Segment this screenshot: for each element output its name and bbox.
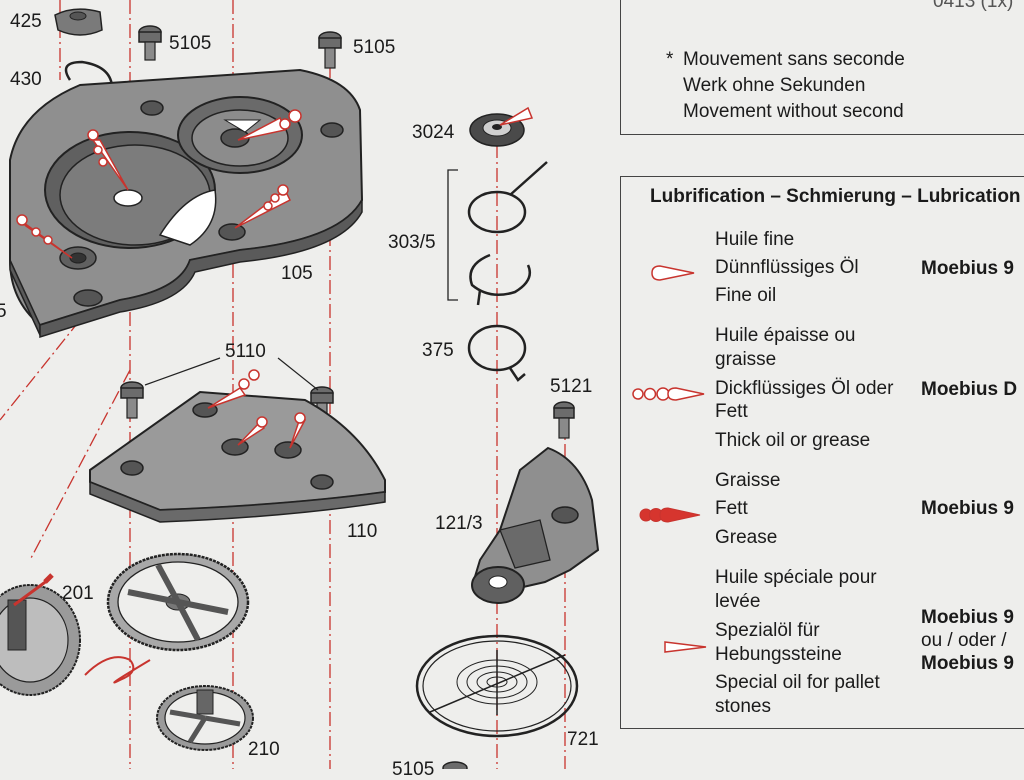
bridge-110 [89, 390, 386, 523]
note-line-de: Werk ohne Sekunden [683, 75, 866, 96]
outline-drop-icon [651, 265, 695, 281]
part-center-wheel [106, 552, 250, 652]
note-box [620, 0, 1024, 135]
note-line-en: Movement without second [683, 101, 904, 122]
special-oil-fr-1: Huile spéciale pour [715, 567, 877, 588]
part-303-5-spring-b [469, 253, 532, 306]
lubrication-box [620, 176, 1024, 729]
fine-oil-product: Moebius 9 [921, 258, 1014, 279]
label-425: 425 [10, 11, 42, 32]
special-oil-en-1: Special oil for pallet [715, 672, 880, 693]
part-201-wheel [0, 573, 81, 696]
grease-en: Grease [715, 527, 778, 548]
label-5105-b: 5105 [353, 37, 396, 58]
thick-oil-de-1: Dickflüssiges Öl oder [715, 378, 894, 399]
label-721: 721 [567, 729, 599, 750]
part-121-3-cock [471, 446, 600, 604]
bracket-303-5 [447, 169, 458, 301]
note-asterisk: * [666, 49, 674, 70]
label-430: 430 [10, 69, 42, 90]
label-5105-c: 5105 [392, 759, 435, 780]
label-5110: 5110 [225, 341, 266, 362]
lubrication-title: Lubrification – Schmierung – Lubrication [650, 186, 1021, 207]
bridge-105 [9, 68, 364, 339]
special-oil-de-1: Spezialöl für [715, 620, 820, 641]
label-0413: 0413 (1x) [933, 0, 1014, 12]
special-oil-de-2: Hebungssteine [715, 644, 842, 665]
label-210: 210 [248, 739, 280, 760]
label-105: 105 [281, 263, 313, 284]
oil-drops-105 [16, 109, 302, 259]
fine-oil-fr: Huile fine [715, 229, 795, 250]
part-721-balance [415, 634, 579, 738]
thick-oil-fr-1: Huile épaisse ou [715, 325, 856, 346]
special-oil-en-2: stones [715, 696, 771, 717]
special-oil-product-1: Moebius 9 [921, 607, 1014, 628]
screw-5105-a [138, 25, 162, 61]
part-425 [54, 8, 103, 36]
label-5: 5 [0, 301, 7, 322]
note-line-fr: Mouvement sans seconde [683, 49, 905, 70]
thick-oil-product: Moebius D [921, 379, 1018, 400]
grease-product: Moebius 9 [921, 498, 1014, 519]
label-201: 201 [62, 583, 94, 604]
oil-drops-110 [207, 369, 307, 449]
label-5105-a: 5105 [169, 33, 212, 54]
label-303-5: 303/5 [388, 232, 436, 253]
label-121-3: 121/3 [435, 513, 483, 534]
filled-drop-icon [639, 507, 701, 523]
fine-oil-en: Fine oil [715, 285, 777, 306]
label-5121: 5121 [550, 376, 593, 397]
part-3024 [469, 106, 534, 147]
grease-de: Fett [715, 498, 748, 519]
special-oil-product-or: ou / oder / [921, 630, 1007, 651]
fine-oil-de: Dünnflüssiges Öl [715, 257, 859, 278]
outline-triangle-icon [664, 641, 707, 653]
special-oil-product-2: Moebius 9 [921, 653, 1014, 674]
thick-oil-en: Thick oil or grease [715, 430, 871, 451]
screw-5105-b [318, 31, 342, 69]
grease-fr: Graisse [715, 470, 781, 491]
outline-bead-drop-icon [632, 387, 705, 401]
thick-oil-de-2: Fett [715, 401, 748, 422]
thick-oil-fr-2: graisse [715, 349, 777, 370]
part-375-spring [467, 324, 527, 382]
label-3024: 3024 [412, 122, 455, 143]
label-110: 110 [347, 521, 378, 542]
screw-5121 [553, 401, 575, 439]
leader-5110 [144, 357, 319, 391]
screw-5105-c [442, 761, 468, 769]
label-375: 375 [422, 340, 454, 361]
part-303-5-spring-a [467, 161, 548, 234]
special-oil-fr-2: levée [715, 591, 761, 612]
part-210-wheel [156, 685, 254, 751]
red-pen-mark [84, 656, 151, 684]
screw-5110-a [120, 381, 144, 419]
